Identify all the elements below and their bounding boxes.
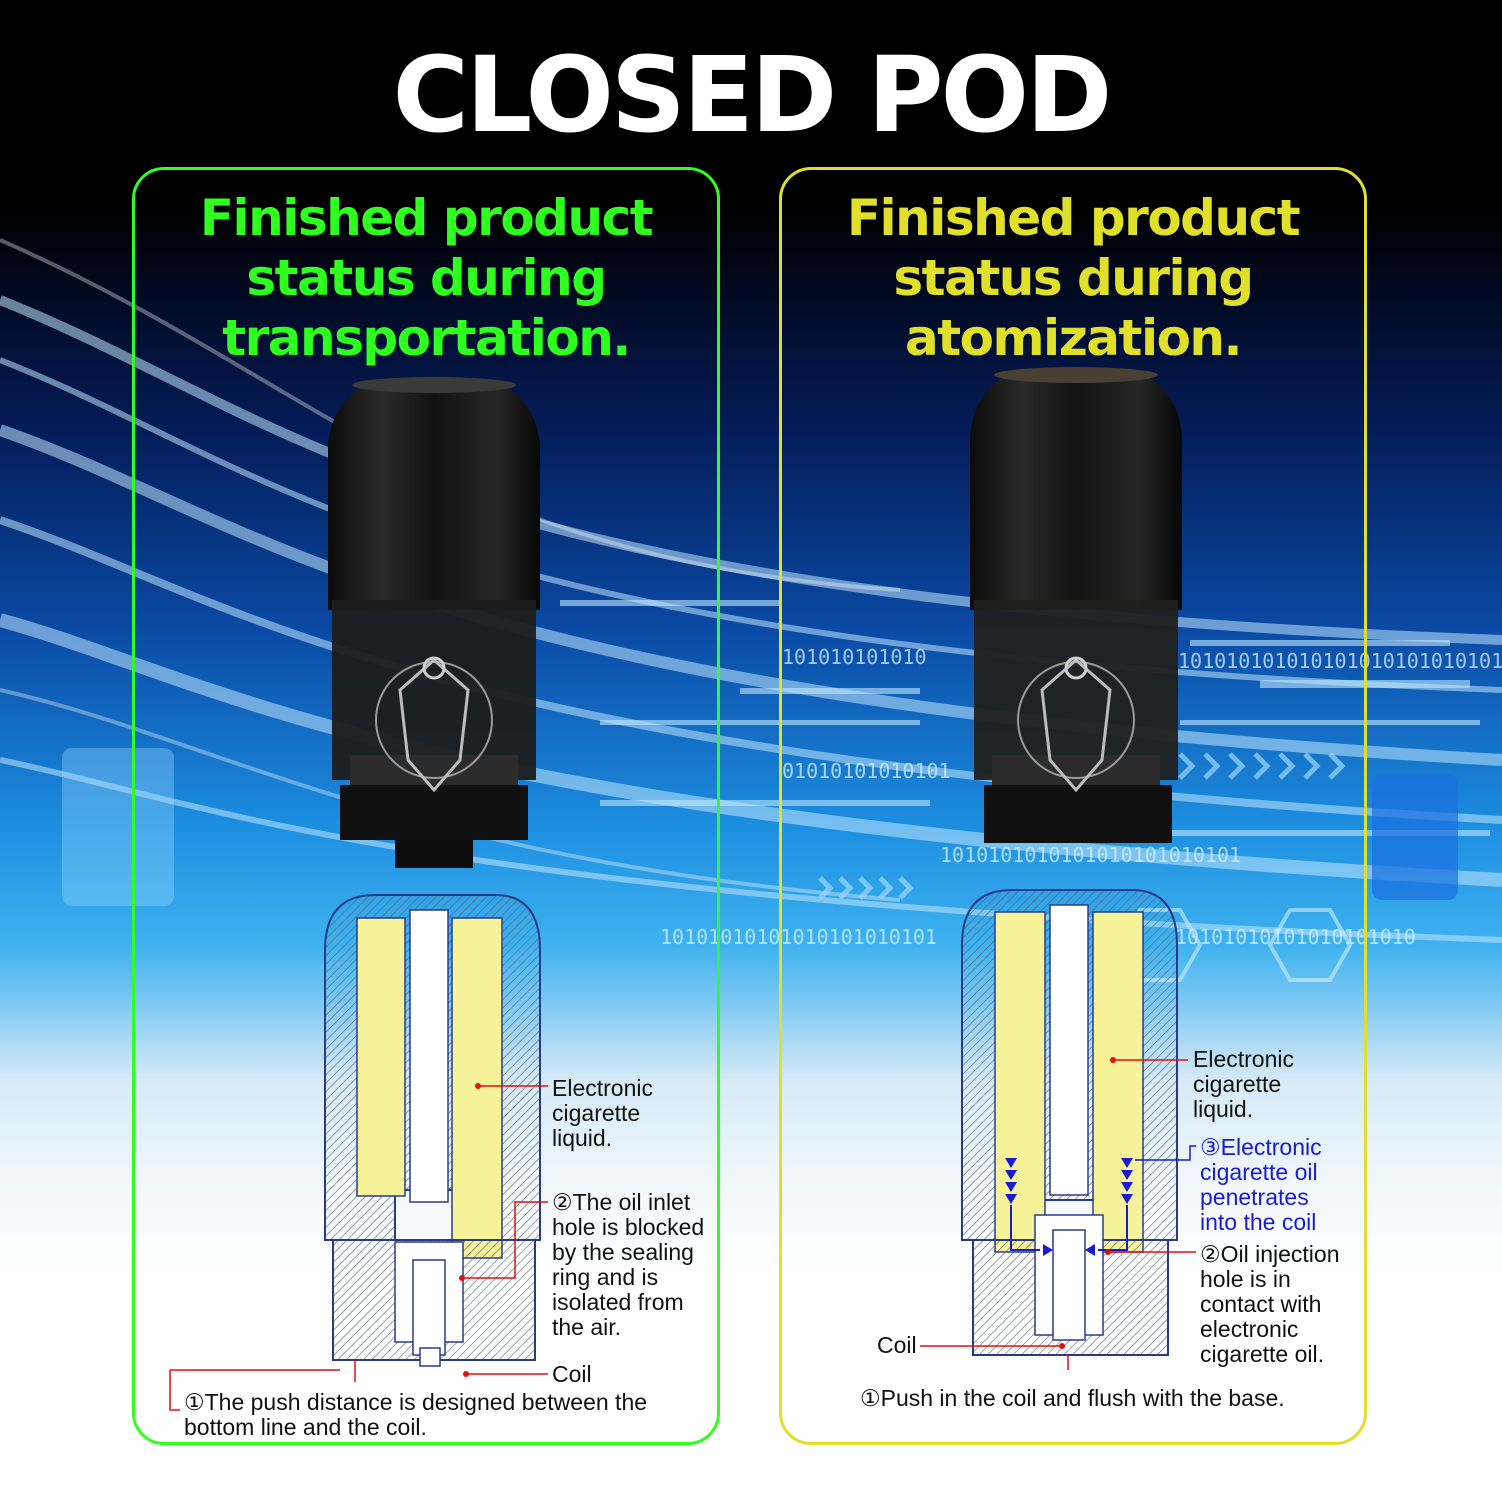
- label-line: hole is in: [1200, 1266, 1291, 1292]
- svg-text:01010101010101: 01010101010101: [782, 759, 951, 783]
- panel-title-line: atomization.: [904, 309, 1243, 367]
- label-line: Coil: [877, 1332, 917, 1358]
- label-oil-inlet: ②The oil inlet hole is blocked by the se…: [552, 1190, 704, 1340]
- label-line: isolated from: [552, 1289, 684, 1315]
- label-line: contact with: [1200, 1291, 1322, 1317]
- label-line: ring and is: [552, 1264, 659, 1290]
- svg-text:1010101010101010101010101010: 1010101010101010101010101010: [1178, 649, 1502, 673]
- label-line: electronic: [1200, 1316, 1299, 1342]
- panel-title-line: status during: [246, 249, 607, 307]
- panel-title-line: transportation.: [222, 309, 631, 367]
- label-line: bottom line and the coil.: [184, 1414, 427, 1440]
- label-coil-left: Coil: [552, 1362, 592, 1387]
- label-line: into the coil: [1200, 1209, 1317, 1235]
- pod-left-photo: [328, 377, 540, 868]
- label-line: by the sealing: [552, 1239, 694, 1265]
- label-push-in: ①Push in the coil and flush with the bas…: [860, 1386, 1285, 1411]
- label-line: Coil: [552, 1361, 592, 1387]
- main-title: CLOSED POD: [392, 34, 1113, 156]
- cross-section-right: [961, 889, 1178, 1356]
- panel-title-line: Finished product: [846, 189, 1301, 247]
- pod-right-photo: [970, 367, 1182, 843]
- label-line: ③Electronic: [1200, 1134, 1322, 1160]
- label-liquid-right: Electronic cigarette liquid.: [1193, 1047, 1294, 1122]
- label-line: Electronic: [1193, 1046, 1294, 1072]
- panel-title-line: status during: [893, 249, 1254, 307]
- svg-text:10101010101010101010: 10101010101010101010: [1175, 925, 1416, 949]
- label-line: ①The push distance is designed between t…: [184, 1389, 648, 1415]
- panel-title-transportation: Finished product status during transport…: [135, 188, 717, 368]
- panel-title-atomization: Finished product status during atomizati…: [782, 188, 1364, 368]
- label-line: cigarette oil: [1200, 1159, 1318, 1185]
- label-line: liquid.: [552, 1125, 613, 1151]
- label-oil-penetrates: ③Electronic cigarette oil penetrates int…: [1200, 1135, 1322, 1235]
- label-line: the air.: [552, 1314, 622, 1340]
- label-line: penetrates: [1200, 1184, 1309, 1210]
- label-line: ②Oil injection: [1200, 1241, 1340, 1267]
- label-line: ②The oil inlet: [552, 1189, 691, 1215]
- svg-text:10101010101010101010101: 10101010101010101010101: [660, 925, 937, 949]
- panel-transportation: Finished product status during transport…: [132, 167, 720, 1445]
- label-line: Electronic: [552, 1075, 653, 1101]
- label-line: ①Push in the coil and flush with the bas…: [860, 1385, 1285, 1411]
- label-coil-right: Coil: [877, 1333, 917, 1358]
- binary-text-1: 101010101010: [782, 645, 927, 669]
- panel-atomization: Finished product status during atomizati…: [779, 167, 1367, 1445]
- label-line: cigarette: [1193, 1071, 1282, 1097]
- label-line: hole is blocked: [552, 1214, 705, 1240]
- label-oil-injection: ②Oil injection hole is in contact with e…: [1200, 1242, 1340, 1367]
- panel-title-line: Finished product: [199, 189, 654, 247]
- label-liquid-left: Electronic cigarette liquid.: [552, 1076, 653, 1151]
- label-line: cigarette oil.: [1200, 1341, 1325, 1367]
- label-push-distance: ①The push distance is designed between t…: [184, 1390, 647, 1440]
- svg-text:1010101010101010101010101: 1010101010101010101010101: [940, 843, 1241, 867]
- label-line: liquid.: [1193, 1096, 1254, 1122]
- label-line: cigarette: [552, 1100, 641, 1126]
